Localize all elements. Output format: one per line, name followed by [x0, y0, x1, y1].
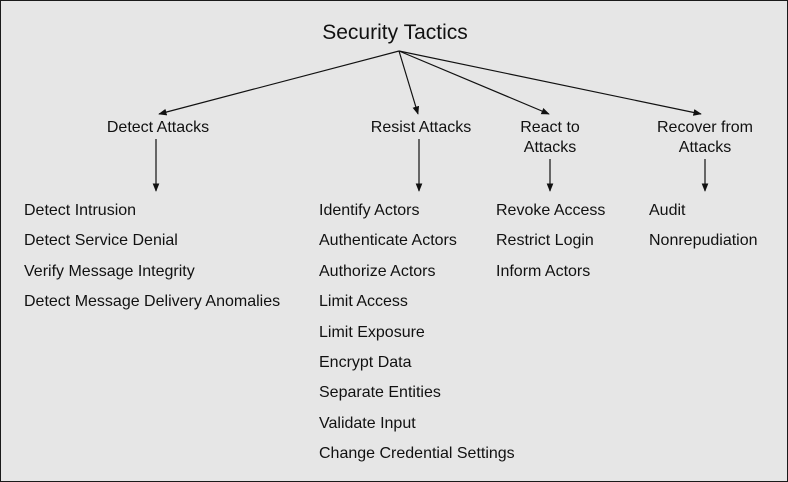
tactic-item: Detect Message Delivery Anomalies	[24, 293, 281, 311]
root-node-title: Security Tactics	[322, 21, 468, 44]
tactic-list-detect: Detect Intrusion Detect Service Denial V…	[24, 201, 280, 323]
category-detect-attacks: Detect Attacks	[107, 118, 209, 138]
category-label-line: Detect Attacks	[106, 119, 210, 136]
tactic-item: Revoke Access	[496, 202, 606, 219]
tactic-list-react: Revoke Access Restrict Login Inform Acto…	[496, 201, 605, 292]
tactic-item: Identify Actors	[319, 202, 420, 219]
arrow-root-to-resist	[398, 50, 420, 115]
category-label-line: Attacks	[678, 139, 732, 156]
tactic-item: Authenticate Actors	[319, 232, 457, 250]
tactic-item: Audit	[649, 202, 686, 219]
category-label-line: Resist Attacks	[370, 119, 472, 136]
tactic-item: Restrict Login	[496, 232, 594, 250]
category-recover-from-attacks: Recover from Attacks	[657, 118, 753, 158]
category-label-line: React to	[520, 119, 580, 136]
tactic-item: Verify Message Integrity	[24, 262, 195, 280]
tactic-item: Nonrepudiation	[649, 232, 758, 250]
tactic-item: Encrypt Data	[319, 353, 412, 371]
category-label-line: Attacks	[523, 139, 577, 156]
tactic-item: Authorize Actors	[319, 262, 436, 280]
tactic-list-resist: Identify Actors Authenticate Actors Auth…	[319, 201, 515, 475]
tactic-item: Inform Actors	[496, 262, 591, 280]
category-label-line: Recover from	[656, 119, 754, 136]
category-resist-attacks: Resist Attacks	[371, 118, 471, 138]
arrow-root-to-detect	[158, 50, 400, 116]
tactic-item: Validate Input	[319, 414, 416, 432]
arrow-root-to-react	[398, 50, 550, 115]
tactic-item: Change Credential Settings	[319, 445, 515, 463]
arrow-root-to-recover	[398, 50, 702, 116]
tactic-list-recover: Audit Nonrepudiation	[649, 201, 758, 262]
tactic-item: Limit Exposure	[319, 323, 425, 341]
tactic-item: Separate Entities	[319, 384, 441, 402]
tactic-item: Detect Intrusion	[24, 202, 137, 219]
category-react-to-attacks: React to Attacks	[520, 118, 580, 158]
tactic-item: Limit Access	[319, 293, 408, 311]
tactic-item: Detect Service Denial	[24, 232, 178, 250]
